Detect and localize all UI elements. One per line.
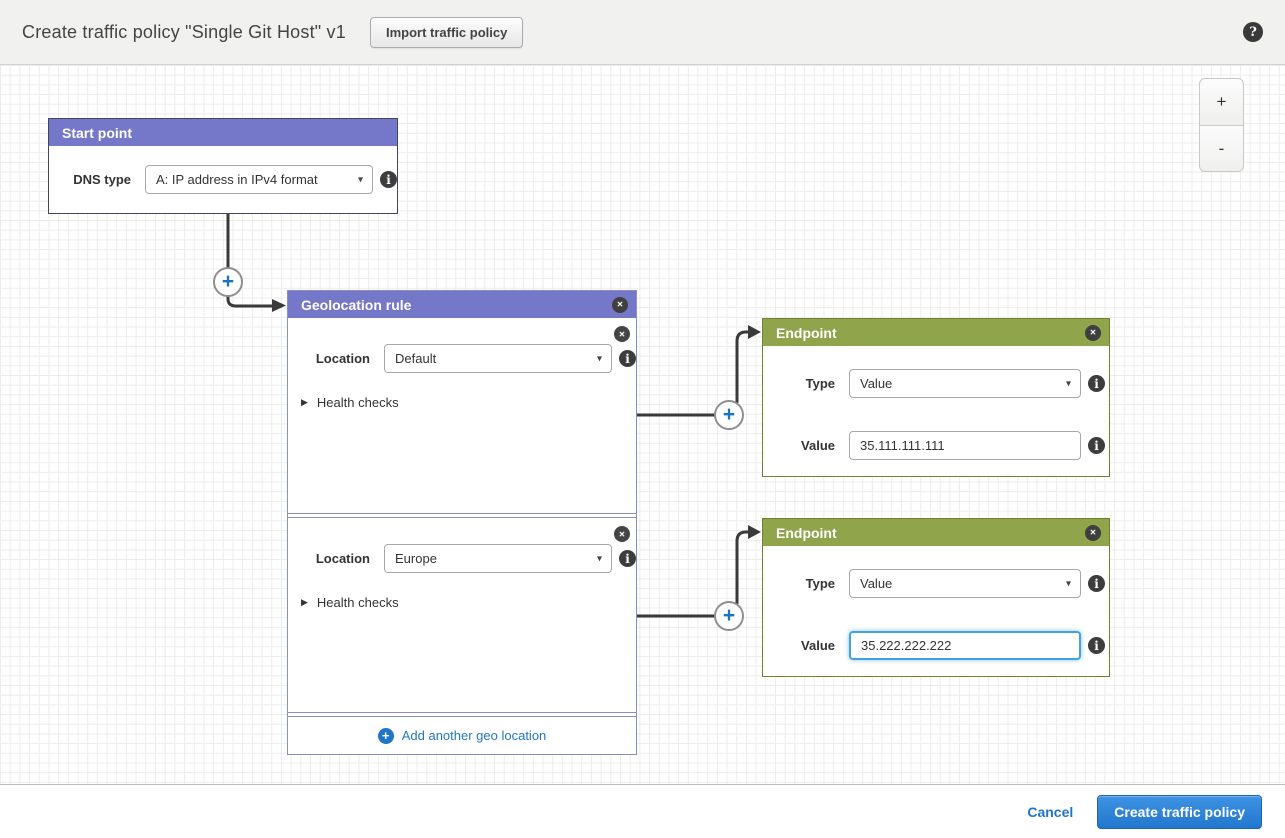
chevron-down-icon: ▾ xyxy=(596,553,602,564)
connector-lines xyxy=(226,214,761,618)
endpoint-node-1: Endpoint ✕ Type Value ▾ i Value i xyxy=(762,318,1110,477)
geolocation-rule-title: Geolocation rule xyxy=(301,296,412,313)
endpoint-value-info-icon[interactable]: i xyxy=(1088,437,1105,454)
endpoint-value-row: Value i xyxy=(763,398,1109,460)
chevron-down-icon: ▾ xyxy=(1065,378,1071,389)
endpoint-type-label: Type xyxy=(805,376,835,391)
endpoint-type-info-icon[interactable]: i xyxy=(1088,375,1105,392)
endpoint-value-row: Value i xyxy=(763,598,1109,660)
dns-type-info-icon[interactable]: i xyxy=(380,171,397,188)
endpoint-header: Endpoint ✕ xyxy=(763,319,1109,346)
endpoint-type-select[interactable]: Value ▾ xyxy=(849,569,1081,598)
action-footer: Cancel Create traffic policy xyxy=(0,786,1285,838)
close-endpoint-icon[interactable]: ✕ xyxy=(1085,324,1101,341)
endpoint-value-info-icon[interactable]: i xyxy=(1088,637,1105,654)
endpoint-value-label: Value xyxy=(801,438,835,453)
collapsed-arrow-icon: ▶ xyxy=(301,397,308,407)
start-point-title: Start point xyxy=(62,124,132,141)
zoom-controls: + - xyxy=(1199,78,1244,172)
endpoint-value-label: Value xyxy=(801,638,835,653)
close-location-icon[interactable]: ✕ xyxy=(614,326,630,342)
endpoint-type-row: Type Value ▾ i xyxy=(763,346,1109,398)
endpoint-type-info-icon[interactable]: i xyxy=(1088,575,1105,592)
geolocation-rule-node: Geolocation rule ✕ ✕ Location Default ▾ … xyxy=(287,290,637,755)
help-icon[interactable]: ? xyxy=(1243,22,1263,42)
chevron-down-icon: ▾ xyxy=(596,353,602,364)
dns-type-label: DNS type xyxy=(73,172,131,187)
endpoint-header: Endpoint ✕ xyxy=(763,519,1109,546)
geo-location-section-europe: ✕ Location Europe ▾ i ▶ Health checks xyxy=(288,517,636,713)
chevron-down-icon: ▾ xyxy=(357,174,363,185)
location-select[interactable]: Europe ▾ xyxy=(384,544,612,573)
location-info-icon[interactable]: i xyxy=(619,550,636,567)
endpoint-type-row: Type Value ▾ i xyxy=(763,546,1109,598)
close-endpoint-icon[interactable]: ✕ xyxy=(1085,524,1101,541)
endpoint-type-label: Type xyxy=(805,576,835,591)
geo-location-section-default: ✕ Location Default ▾ i ▶ Health checks xyxy=(288,318,636,514)
zoom-in-button[interactable]: + xyxy=(1199,78,1244,125)
health-checks-label: Health checks xyxy=(316,395,399,410)
add-endpoint-connector-icon-1[interactable]: + xyxy=(714,400,744,430)
page-title: Create traffic policy "Single Git Host" … xyxy=(22,21,346,42)
add-geo-location-label: Add another geo location xyxy=(401,728,547,743)
endpoint-type-select[interactable]: Value ▾ xyxy=(849,369,1081,398)
plus-icon: + xyxy=(377,727,394,744)
chevron-down-icon: ▾ xyxy=(1065,578,1071,589)
health-checks-toggle[interactable]: ▶ Health checks xyxy=(288,595,636,610)
location-select[interactable]: Default ▾ xyxy=(384,344,612,373)
start-point-header: Start point xyxy=(49,119,397,146)
policy-canvas: + + + + - Start point DNS type A: IP add… xyxy=(0,65,1285,785)
health-checks-label: Health checks xyxy=(316,595,399,610)
location-row: Location Europe ▾ i xyxy=(288,518,636,573)
endpoint-value-input[interactable] xyxy=(849,431,1081,460)
geolocation-rule-header: Geolocation rule ✕ xyxy=(288,291,636,318)
cancel-button[interactable]: Cancel xyxy=(1027,804,1074,820)
collapsed-arrow-icon: ▶ xyxy=(301,597,308,607)
start-point-node: Start point DNS type A: IP address in IP… xyxy=(48,118,398,214)
dns-type-row: DNS type A: IP address in IPv4 format ▾ … xyxy=(49,165,397,194)
endpoint-title: Endpoint xyxy=(776,524,837,541)
endpoint-body: Type Value ▾ i Value i xyxy=(763,546,1109,676)
location-row: Location Default ▾ i xyxy=(288,318,636,373)
health-checks-toggle[interactable]: ▶ Health checks xyxy=(288,395,636,410)
endpoint-type-selected-value: Value xyxy=(860,376,893,391)
location-info-icon[interactable]: i xyxy=(619,350,636,367)
endpoint-body: Type Value ▾ i Value i xyxy=(763,346,1109,476)
location-selected-value: Europe xyxy=(395,551,437,566)
location-label: Location xyxy=(315,351,370,366)
dns-type-selected-value: A: IP address in IPv4 format xyxy=(156,172,318,187)
location-label: Location xyxy=(315,551,370,566)
add-endpoint-connector-icon-2[interactable]: + xyxy=(714,601,744,631)
add-geo-location-link[interactable]: + Add another geo location xyxy=(288,716,636,754)
zoom-out-button[interactable]: - xyxy=(1199,125,1244,172)
endpoint-type-selected-value: Value xyxy=(860,576,893,591)
top-bar: Create traffic policy "Single Git Host" … xyxy=(0,0,1285,65)
endpoint-node-2: Endpoint ✕ Type Value ▾ i Value i xyxy=(762,518,1110,677)
import-traffic-policy-button[interactable]: Import traffic policy xyxy=(369,16,524,48)
create-traffic-policy-button[interactable]: Create traffic policy xyxy=(1097,795,1262,829)
location-selected-value: Default xyxy=(395,351,437,366)
endpoint-value-input-focused[interactable] xyxy=(849,631,1081,660)
add-rule-connector-icon[interactable]: + xyxy=(213,267,243,297)
dns-type-select[interactable]: A: IP address in IPv4 format ▾ xyxy=(145,165,373,194)
close-location-icon[interactable]: ✕ xyxy=(614,526,630,542)
endpoint-title: Endpoint xyxy=(776,324,837,341)
close-rule-icon[interactable]: ✕ xyxy=(612,296,628,313)
